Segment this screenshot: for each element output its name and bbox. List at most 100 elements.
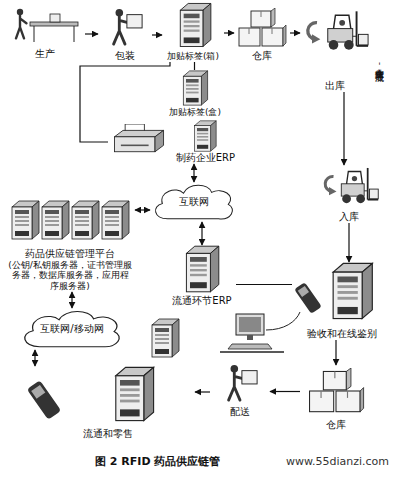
server-rack-icon	[12, 201, 39, 239]
link-line	[80, 62, 170, 142]
icon-node: 互联网/移动网	[18, 308, 126, 350]
node-label: 仓库	[326, 419, 346, 431]
reader-icon	[294, 282, 322, 314]
warehouse-icon	[239, 8, 286, 46]
icon-node: 包装	[98, 8, 152, 62]
flow-arrow	[335, 340, 336, 365]
flow-arrow	[135, 209, 150, 210]
server-icon	[152, 319, 179, 357]
flow-arrow	[85, 33, 98, 34]
forklift-icon	[325, 168, 378, 203]
cloud-shape	[156, 185, 233, 219]
server-icon	[195, 121, 217, 151]
forklift-icon	[308, 23, 321, 44]
icon-node: 验收和在线鉴别	[292, 262, 392, 340]
computer-icon	[228, 344, 272, 349]
warehouse-icon	[310, 368, 364, 412]
node-label: 互联网	[179, 196, 209, 208]
node-label: 出库	[325, 80, 345, 92]
flow-arrow	[201, 222, 202, 245]
reader-icon	[27, 380, 62, 420]
icon-node: 仓库	[300, 365, 372, 431]
packing-icon	[114, 9, 142, 44]
flow-arrow	[34, 350, 35, 366]
delivery-icon	[229, 365, 258, 400]
node-label: 入库	[339, 211, 359, 223]
computer-icon	[266, 312, 300, 330]
cloud-shape	[25, 311, 119, 346]
delivery-icon	[229, 365, 258, 400]
icon-node: 仓库	[234, 4, 290, 62]
icon-node: 加贴标签(箱)	[162, 0, 224, 62]
forklift-icon	[308, 11, 368, 49]
server-icon	[195, 121, 217, 151]
computer-icon	[247, 335, 253, 340]
packing-icon	[114, 9, 143, 44]
server-icon	[116, 367, 154, 420]
flow-arrow	[195, 391, 210, 392]
production-icon	[16, 9, 78, 42]
server-icon	[152, 319, 179, 357]
forklift-icon	[341, 168, 378, 203]
reader-icon	[294, 282, 322, 314]
server-icon	[333, 263, 372, 318]
icon-node: 生产	[5, 2, 85, 60]
computer-icon	[220, 351, 284, 353]
computer-icon	[220, 312, 300, 352]
node-label: 配送	[230, 406, 250, 418]
cloud-shape	[156, 185, 233, 219]
node-label: 加贴标签(箱)	[167, 51, 219, 61]
production-icon	[30, 22, 78, 26]
figure-caption: 图 2 RFID 药品供应链管	[95, 454, 220, 469]
link-line	[236, 284, 292, 285]
computer-icon	[239, 317, 261, 332]
forklift-icon	[328, 11, 368, 49]
production-icon	[34, 26, 35, 42]
server-icon	[183, 71, 207, 105]
flow-arrow	[193, 164, 194, 182]
server-icon	[186, 246, 218, 292]
cloud-shape	[25, 311, 119, 346]
icon-node: 出库	[300, 4, 370, 92]
flow-arrow	[71, 292, 72, 308]
flow-arrow	[224, 32, 234, 33]
production-icon	[50, 14, 60, 22]
warehouse-icon	[239, 8, 286, 46]
warehouse-icon	[310, 368, 364, 412]
node-label: 药品供应链管理平台	[25, 248, 115, 260]
server-icon	[180, 3, 211, 46]
flow-arrow	[152, 34, 162, 35]
server-rack-icon	[42, 201, 69, 239]
node-label: 验收和在线鉴别	[307, 328, 377, 340]
flow-arrow	[348, 223, 349, 262]
printer-icon	[114, 124, 163, 152]
icon-node: 配送	[210, 362, 270, 418]
server-rack-icon	[102, 201, 129, 239]
node-label: 仓库	[252, 50, 272, 62]
node-label: 互联网/移动网	[40, 323, 103, 335]
reader-icon	[27, 380, 62, 420]
node-label: 流通环节ERP	[172, 295, 231, 307]
computer-icon	[236, 314, 264, 335]
watermark: www.55dianzi.com	[286, 455, 389, 468]
production-icon	[16, 9, 26, 39]
flow-arrow	[343, 92, 344, 165]
node-label: 包装	[115, 50, 135, 62]
node-label: 加贴标签(盒)	[169, 107, 221, 117]
production-icon	[74, 26, 75, 42]
node-label: 流通和零售	[83, 428, 133, 440]
forklift-icon	[325, 176, 336, 195]
icon-node: 流通和零售	[20, 366, 195, 440]
flow-arrow	[270, 391, 300, 392]
server-icon	[183, 71, 207, 105]
icon-node: 加贴标签(盒)	[165, 70, 225, 118]
icon-node: 入库	[318, 165, 380, 223]
server-icon	[333, 263, 372, 318]
icon-node: 互联网	[150, 182, 238, 222]
icon-node: 药品供应链管理平台(公钥/私钥服务器，证书管理服务器，数据库服务器，应用程序服务…	[5, 198, 135, 292]
server-rack-icon	[72, 201, 99, 239]
server-icon	[116, 367, 154, 420]
icon-node: 流通环节ERP	[168, 245, 236, 307]
